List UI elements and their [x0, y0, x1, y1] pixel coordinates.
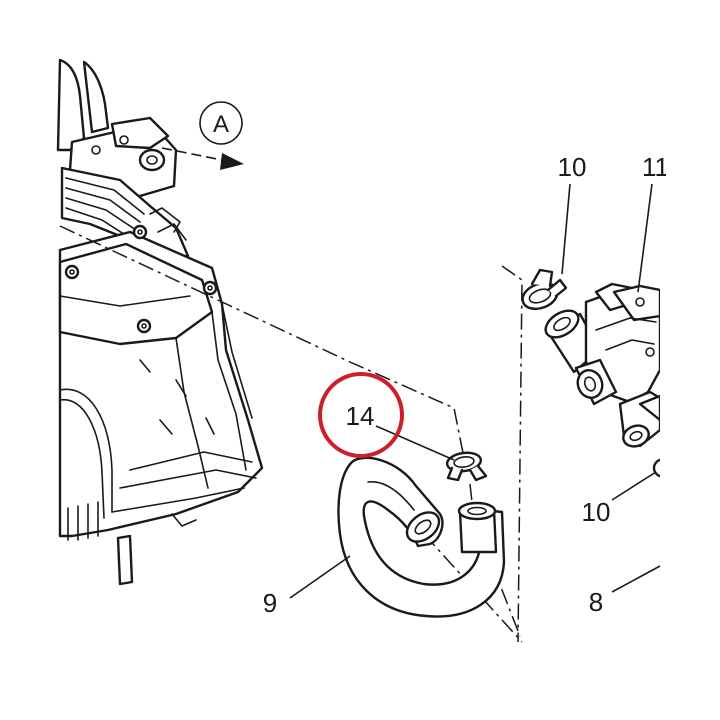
right-crop-mask	[666, 0, 720, 720]
engine-assembly	[56, 58, 264, 586]
svg-text:A: A	[213, 111, 229, 138]
view-a-arrow	[161, 147, 244, 170]
callout-10-bottom: 10	[582, 497, 611, 527]
callout-14: 14	[346, 401, 375, 431]
clamp-14	[445, 451, 488, 482]
hose-9	[337, 456, 506, 618]
valve-assembly	[521, 268, 660, 478]
leader-lines	[289, 183, 661, 599]
highlight-circle	[318, 372, 404, 458]
callout-8: 8	[589, 587, 603, 617]
callout-a: A	[199, 101, 243, 145]
callout-10-top: 10	[558, 152, 587, 182]
callout-11: 11	[642, 152, 669, 182]
callout-9: 9	[263, 588, 277, 618]
